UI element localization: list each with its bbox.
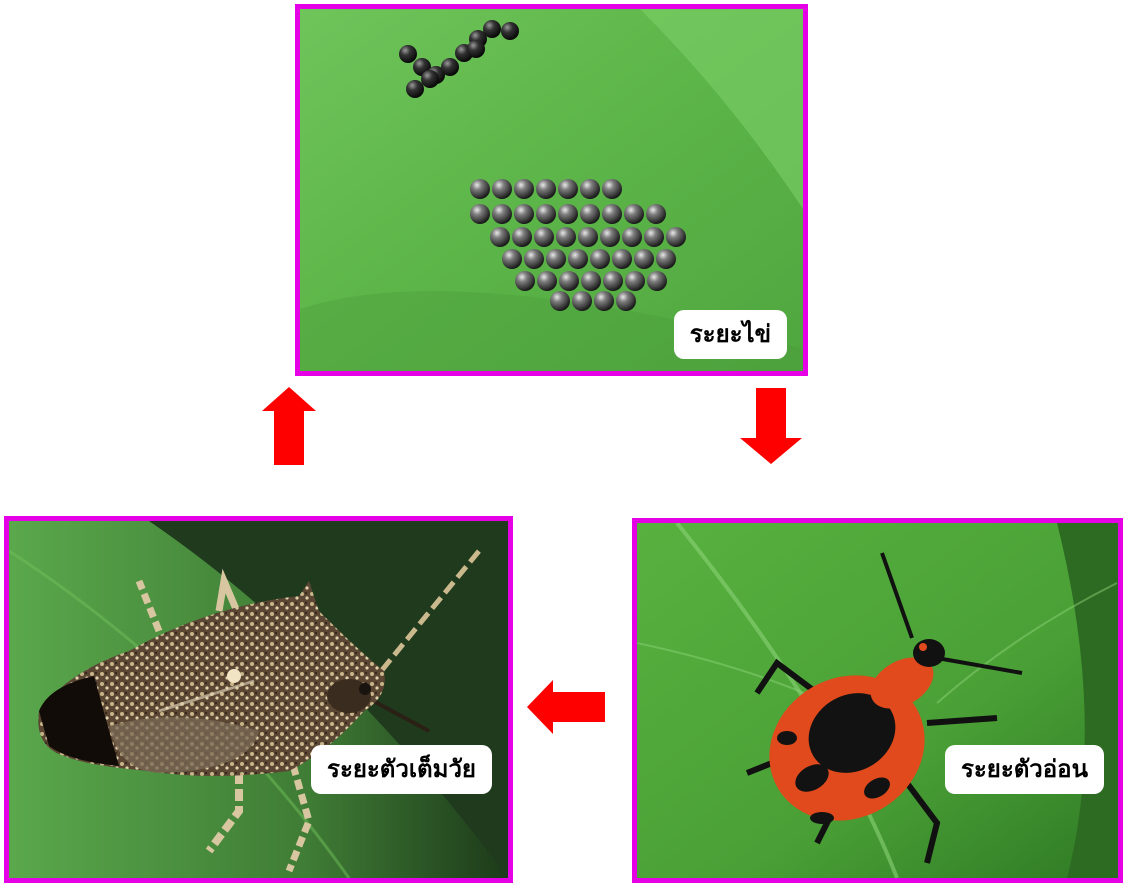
egg [558,179,578,199]
egg [406,80,424,98]
egg [515,271,535,291]
egg [624,204,644,224]
egg [524,249,544,269]
egg-stage-label: ระยะไข่ [674,310,787,359]
egg [556,227,576,247]
egg [546,249,566,269]
egg-stage-panel: ระยะไข่ [295,4,808,376]
egg [578,227,598,247]
egg [514,204,534,224]
egg [441,58,459,76]
arrow-down-icon [740,388,802,464]
egg [625,271,645,291]
egg [612,249,632,269]
egg [492,204,512,224]
egg [572,291,592,311]
egg [550,291,570,311]
egg [581,271,601,291]
egg [602,179,622,199]
egg [568,249,588,269]
egg [580,179,600,199]
egg [492,179,512,199]
egg [580,204,600,224]
egg [490,227,510,247]
adult-stage-photo [9,521,508,878]
nymph-stage-panel: ระยะตัวอ่อน [632,518,1123,883]
arrow-up-icon [262,387,316,465]
nymph-stage-label: ระยะตัวอ่อน [945,745,1104,794]
egg [616,291,636,311]
egg [647,271,667,291]
egg [594,291,614,311]
adult-stage-label: ระยะตัวเต็มวัย [311,745,492,794]
egg [603,271,623,291]
egg [602,204,622,224]
egg [590,249,610,269]
egg [558,204,578,224]
egg [470,204,490,224]
adult-stage-panel: ระยะตัวเต็มวัย [4,516,513,883]
nymph-stage-photo [637,523,1118,878]
egg [502,249,522,269]
egg [534,227,554,247]
egg [634,249,654,269]
egg [483,20,501,38]
egg [399,45,417,63]
egg [501,22,519,40]
egg [622,227,642,247]
egg [646,204,666,224]
egg [467,40,485,58]
egg [514,179,534,199]
egg [421,70,439,88]
egg [536,204,556,224]
egg [600,227,620,247]
egg [512,227,532,247]
egg [656,249,676,269]
egg [470,179,490,199]
egg [559,271,579,291]
egg [644,227,664,247]
egg [536,179,556,199]
egg [537,271,557,291]
egg [666,227,686,247]
arrow-left-icon [527,680,605,734]
